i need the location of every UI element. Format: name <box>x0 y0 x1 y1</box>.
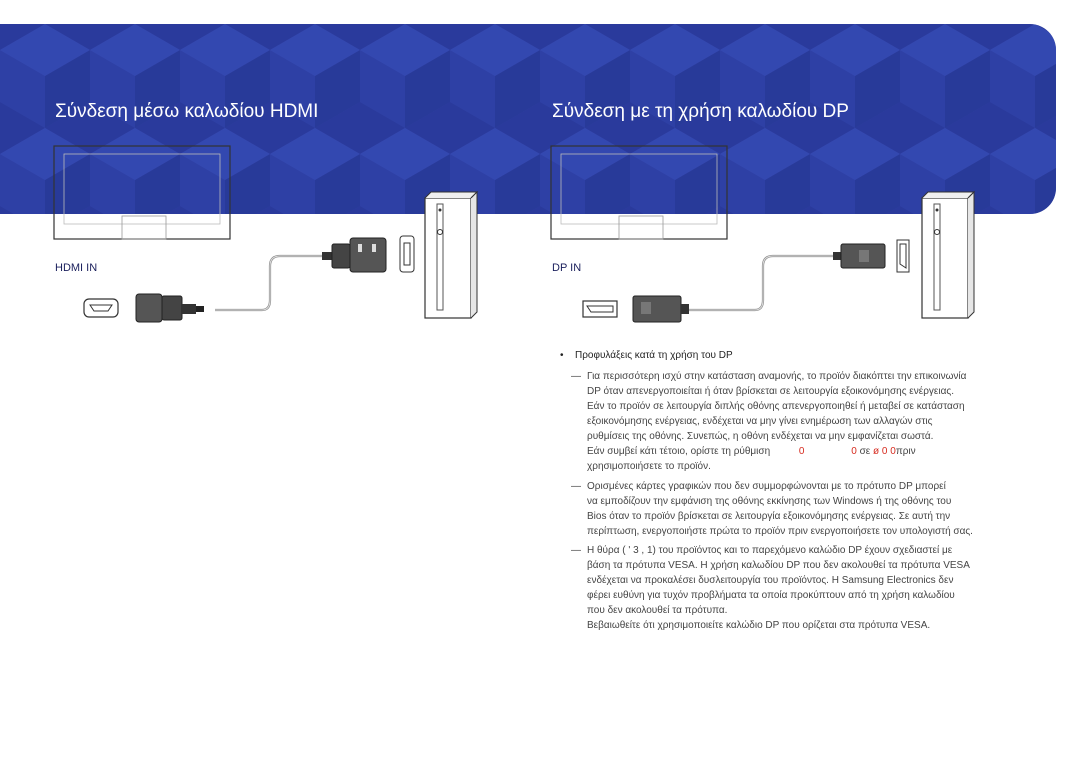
setting-name: 0 <box>851 446 857 457</box>
pc-tower-icon <box>424 190 479 319</box>
banner-pattern <box>0 24 1056 214</box>
note-line: χρησιμοποιήσετε το προϊόν. <box>587 461 711 472</box>
dash-icon: — <box>571 545 581 556</box>
note-line: Η θύρα ( ' 3 , 1) του προϊόντος και το π… <box>587 545 953 556</box>
dp-port-icon <box>582 300 618 318</box>
header-banner <box>0 24 1056 214</box>
note-line: να εμποδίζουν την εμφάνιση της οθόνης εκ… <box>587 496 952 507</box>
monitor-icon <box>53 145 231 240</box>
hdmi-section-title: Σύνδεση μέσω καλωδίου HDMI <box>55 101 319 122</box>
note-line: Εάν το προϊόν σε λειτουργία διπλής οθόνη… <box>587 401 965 412</box>
dp-connection-diagram <box>550 145 976 323</box>
hdmi-in-label: HDMI IN <box>55 262 98 274</box>
pc-hdmi-port-icon <box>399 235 415 273</box>
note-line: εξοικονόμησης ενέργειας, ενδέχεται να μη… <box>587 416 933 427</box>
note-line: DP όταν απενεργοποιείται ή όταν βρίσκετα… <box>587 386 954 397</box>
dp-in-label: DP IN <box>552 262 582 274</box>
note-line: περίπτωση, ενεργοποιήστε πρώτα το προϊόν… <box>587 526 973 537</box>
note-line: Για περισσότερη ισχύ στην κατάσταση αναμ… <box>587 371 967 382</box>
hdmi-port-icon <box>83 298 119 318</box>
note-line: βάση τα πρότυπα VESA. Η χρήση καλωδίου D… <box>587 560 970 571</box>
dp-plug-icon <box>632 295 689 323</box>
note-line: Bios όταν το προϊόν βρίσκεται σε λειτουρ… <box>587 511 951 522</box>
note-line: φέρει ευθύνη για τυχόν προβλήματα τα οπο… <box>587 590 955 601</box>
monitor-icon <box>550 145 728 240</box>
note-standby-power: — Για περισσότερη ισχύ στην κατάσταση αν… <box>571 369 1047 474</box>
note-line: που δεν ακολουθεί τα πρότυπα. <box>587 605 728 616</box>
note-vesa-standard: — Η θύρα ( ' 3 , 1) του προϊόντος και το… <box>571 543 1047 633</box>
pc-dp-port-icon <box>896 239 910 273</box>
dp-precautions-heading: Προφυλάξεις κατά τη χρήση του DP <box>575 350 733 361</box>
pc-tower-icon <box>921 190 976 319</box>
note-line: ενδέχεται να προκαλέσει δυσλειτουργία το… <box>587 575 954 586</box>
note-graphics-cards: — Ορισμένες κάρτες γραφικών που δεν συμμ… <box>571 479 1047 539</box>
note-line: Εάν συμβεί κάτι τέτοιο, ορίστε τη ρύθμισ… <box>587 446 916 457</box>
setting-value: ø 0 0 <box>873 446 896 457</box>
dp-plug-icon <box>833 243 886 269</box>
bullet-icon: • <box>560 350 564 361</box>
dash-icon: — <box>571 371 581 382</box>
dp-section-title: Σύνδεση με τη χρήση καλωδίου DP <box>552 101 849 122</box>
note-line: Ορισμένες κάρτες γραφικών που δεν συμμορ… <box>587 481 946 492</box>
hdmi-connection-diagram <box>53 145 479 323</box>
hdmi-plug-icon <box>322 237 387 273</box>
note-line: Βεβαιωθείτε ότι χρησιμοποιείτε καλώδιο D… <box>587 620 931 631</box>
setting-name: 0 <box>798 446 805 457</box>
note-line: ρυθμίσεις της οθόνης. Συνεπώς, η οθόνη ε… <box>587 431 934 442</box>
dash-icon: — <box>571 481 581 492</box>
hdmi-plug-icon <box>135 293 204 323</box>
